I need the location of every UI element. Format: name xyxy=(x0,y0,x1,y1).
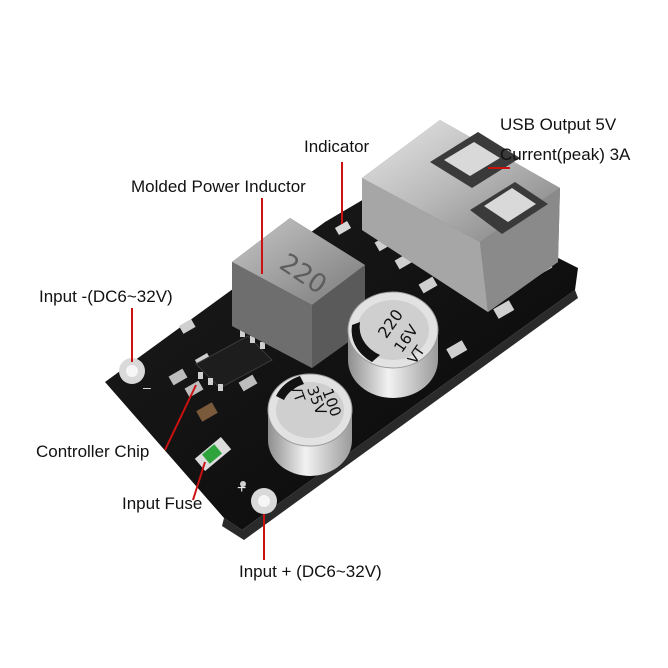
indicator-led xyxy=(334,221,352,235)
label-input-positive: Input + (DC6~32V) xyxy=(239,562,382,581)
label-usb-current: Current(peak) 3A xyxy=(500,145,631,164)
capacitor-220uf: 220 16V VT xyxy=(347,291,439,398)
leader-controller-chip xyxy=(164,384,197,451)
cap-small-series: VT xyxy=(286,382,307,405)
mounting-hole-negative xyxy=(119,358,145,384)
label-indicator: Indicator xyxy=(304,137,370,156)
plus-sign: + xyxy=(237,480,246,497)
leader-input-fuse xyxy=(192,461,206,501)
smd-components xyxy=(168,234,553,487)
molded-power-inductor: 220 xyxy=(232,218,365,368)
mounting-hole-positive xyxy=(251,488,277,514)
label-input-fuse: Input Fuse xyxy=(122,494,203,513)
usb-port xyxy=(362,120,560,312)
label-input-negative: Input -(DC6~32V) xyxy=(39,287,173,306)
controller-chip xyxy=(195,330,273,391)
label-controller-chip: Controller Chip xyxy=(36,442,150,461)
label-usb-output: USB Output 5V xyxy=(500,115,617,134)
minus-sign: – xyxy=(143,379,151,395)
capacitor-100uf: 100 35V VT xyxy=(267,373,353,476)
leader-lines xyxy=(131,162,510,560)
label-molded-power-inductor: Molded Power Inductor xyxy=(131,177,306,196)
